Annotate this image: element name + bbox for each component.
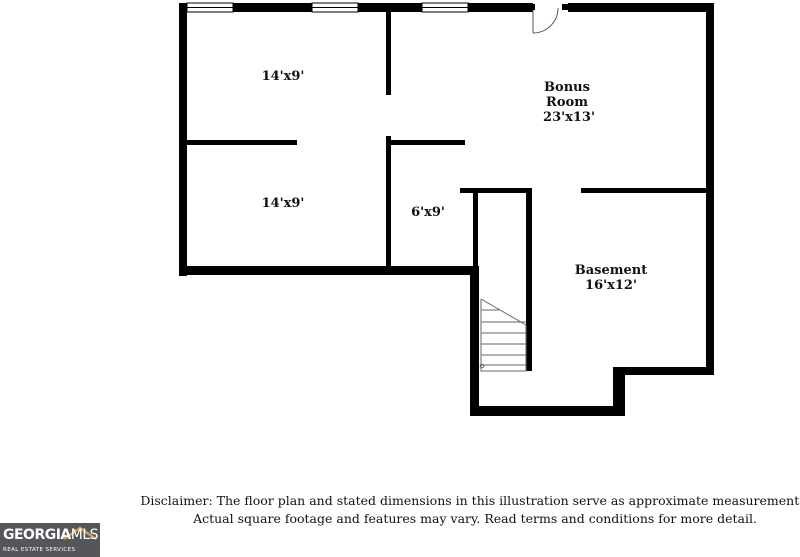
wall-stair-divider (473, 188, 478, 270)
door (529, 4, 568, 34)
wall-closet-top (391, 140, 465, 145)
house-roof-icon (63, 526, 97, 541)
disclaimer-line2: Actual square footage and features may v… (193, 511, 757, 526)
walls (179, 3, 714, 416)
wall-stair-right (526, 188, 532, 371)
disclaimer: Disclaimer: The floor plan and stated di… (140, 492, 800, 528)
wall-interior-vertical-lower (386, 136, 391, 270)
wall-top-right (568, 3, 714, 12)
bonus-room-size: 23'x13' (543, 110, 595, 125)
wall-stair-left (470, 266, 479, 416)
wall-bottom (470, 406, 625, 416)
georgia-mls-logo: GEORGIAMLS REAL ESTATE SERVICES (0, 523, 100, 557)
wall-top-left (179, 3, 187, 276)
wall-stair-top (460, 188, 531, 193)
bonus-room-name-line1: Bonus (544, 80, 590, 95)
closet-size: 6'x9' (411, 205, 445, 220)
wall-notch-horizontal (613, 367, 714, 375)
wall-notch-vertical (613, 367, 625, 416)
logo-brand: GEORGIAMLS (3, 527, 99, 543)
bedroom-lower-size: 14'x9' (262, 196, 305, 211)
wall-bedroom-divider (187, 140, 297, 145)
wall-interior-vertical-upper (386, 12, 391, 95)
bedroom-upper-size: 14'x9' (262, 69, 305, 84)
logo-tagline: REAL ESTATE SERVICES (3, 547, 76, 553)
wall-bottom-left (179, 266, 479, 275)
disclaimer-line1: Disclaimer: The floor plan and stated di… (140, 493, 800, 508)
wall-right (706, 3, 714, 375)
wall-basement-top (581, 188, 706, 193)
basement-name: Basement (575, 263, 647, 278)
windows (186, 2, 469, 13)
floor-plan: 14'x9' 14'x9' 6'x9' Bonus Room 23'x13' B… (179, 2, 714, 416)
stairs (479, 298, 527, 372)
basement-size: 16'x12' (585, 278, 637, 293)
bonus-room-name-line2: Room (546, 95, 588, 110)
